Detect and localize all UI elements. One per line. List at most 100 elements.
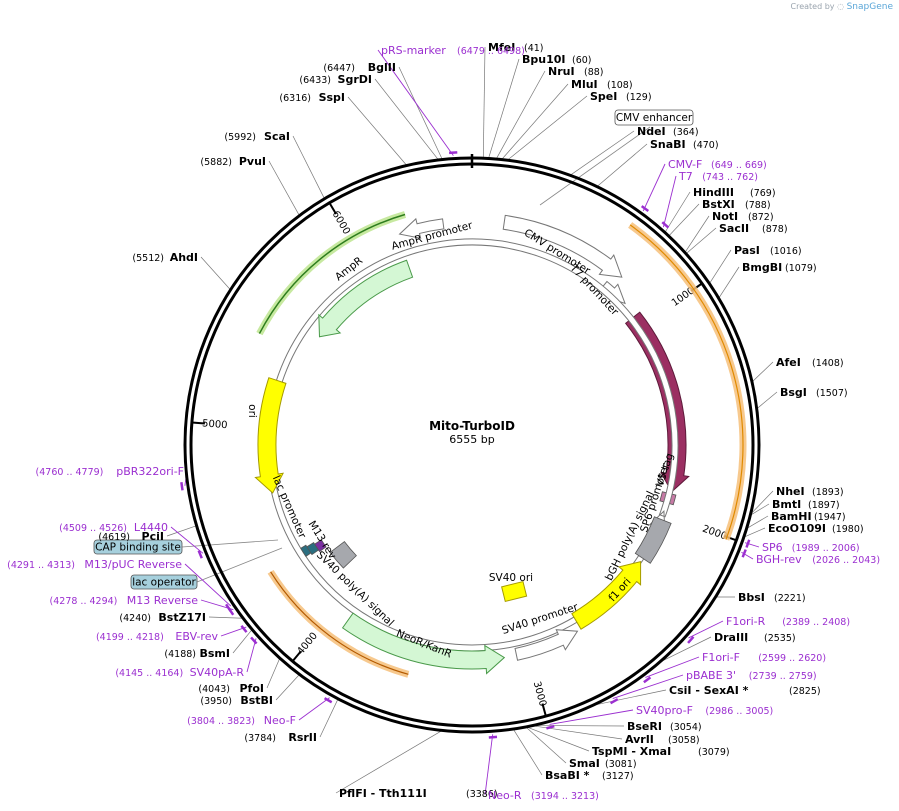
primer-leader [246, 638, 257, 673]
enzyme-site-hindiii[interactable]: HindIII(769) [693, 186, 776, 199]
enzyme-site-nrui[interactable]: NruI(88) [548, 65, 604, 78]
primer-sp6[interactable]: SP6(1989 .. 2006) [762, 541, 860, 554]
enzyme-site-bsgi[interactable]: BsgI(1507) [780, 386, 848, 399]
enzyme-position: (3058) [668, 735, 700, 746]
primer-f1ori-f[interactable]: F1ori-F(2599 .. 2620) [702, 651, 826, 664]
enzyme-site-pcii[interactable]: PciI(4619) [98, 530, 164, 543]
enzyme-site-bseri[interactable]: BseRI(3054) [627, 720, 702, 733]
feature-ampr [318, 259, 414, 338]
tick-label-5000: 5000 [202, 418, 228, 431]
enzyme-site-sacii[interactable]: SacII(878) [719, 222, 788, 235]
primer-bgh-rev[interactable]: BGH-rev(2026 .. 2043) [756, 553, 880, 566]
feature-sp6-promoter [265, 238, 679, 652]
tick-mark-5000 [191, 421, 205, 425]
enzyme-site-tspmi-xmai[interactable]: TspMI - XmaI(3079) [592, 745, 730, 758]
primer-position: (649 .. 669) [711, 160, 767, 171]
enzyme-leader [507, 95, 588, 161]
primer-position: (2599 .. 2620) [758, 653, 826, 664]
enzyme-site-bmti[interactable]: BmtI(1897) [772, 498, 840, 511]
enzyme-site-bbsi[interactable]: BbsI(2221) [738, 591, 806, 604]
primer-f1ori-r[interactable]: F1ori-R(2389 .. 2408) [726, 615, 850, 628]
primer-name: SP6 [762, 541, 783, 554]
primer-name: SV40pA-R [190, 666, 245, 679]
enzyme-site-pfoi[interactable]: PfoI(4043) [198, 682, 264, 695]
primer-pbr322ori-f[interactable]: pBR322ori-F(4760 .. 4779) [36, 465, 184, 478]
primer-name: Neo-R [488, 789, 522, 802]
enzyme-site-spei[interactable]: SpeI(129) [590, 90, 652, 103]
primer-sv40pa-r[interactable]: SV40pA-R(4145 .. 4164) [115, 666, 244, 679]
enzyme-site-bamhi[interactable]: BamHI(1947) [771, 510, 846, 523]
enzyme-site-bsabi[interactable]: BsaBI *(3127) [545, 769, 634, 782]
tick-label-2000: 2000 [701, 524, 729, 543]
enzyme-site-bstz17i[interactable]: BstZ17I(4240) [119, 611, 206, 624]
primer-mark [687, 635, 695, 644]
enzyme-site-ndei[interactable]: NdeI(364) [637, 125, 699, 138]
enzyme-position: (3950) [200, 696, 232, 707]
enzyme-site-sgrdi[interactable]: SgrDI(6433) [299, 73, 372, 86]
enzyme-site-pasi[interactable]: PasI(1016) [734, 244, 802, 257]
enzyme-site-mfei[interactable]: MfeI(41) [488, 41, 544, 54]
feature-ori [254, 377, 287, 494]
feature-f1-ori [571, 560, 642, 630]
enzyme-site-ecoo109i[interactable]: EcoO109I(1980) [768, 522, 864, 535]
primer-ebv-rev[interactable]: EBV-rev(4199 .. 4218) [96, 630, 219, 643]
enzyme-leader [756, 391, 778, 410]
enzyme-site-rsrii[interactable]: RsrII(3784) [244, 731, 317, 744]
enzyme-site-ahdi[interactable]: AhdI(5512) [132, 251, 198, 264]
enzyme-site-bpu10i[interactable]: Bpu10I(60) [522, 53, 592, 66]
primer-name: Neo-F [264, 714, 296, 727]
primer-m13-reverse[interactable]: M13 Reverse(4278 .. 4294) [50, 594, 199, 607]
enzyme-site-sspi[interactable]: SspI(6316) [279, 91, 345, 104]
enzyme-position: (470) [693, 140, 719, 151]
enzyme-site-csii-sexai[interactable]: CsiI - SexAI *(2825) [669, 684, 821, 697]
enzyme-position: (1016) [770, 246, 802, 257]
primer-prs-marker[interactable]: pRS-marker(6479 .. 6498) [381, 44, 525, 57]
primer-leader [642, 163, 666, 212]
primer-name: T7 [678, 170, 693, 183]
primer-mark [323, 697, 333, 704]
enzyme-site-afei[interactable]: AfeI(1408) [776, 356, 844, 369]
feature-arrows [180, 151, 751, 739]
enzyme-name: CsiI - SexAI * [669, 684, 749, 697]
enzyme-site-pflfi-tth111i[interactable]: PflFI - Tth111I(3386) [339, 787, 498, 800]
primer-sv40pro-f[interactable]: SV40pro-F(2986 .. 3005) [636, 704, 773, 717]
enzyme-position: (769) [750, 188, 776, 199]
enzyme-position: (1079) [785, 263, 817, 274]
primer-t7[interactable]: T7(743 .. 762) [678, 170, 758, 183]
enzyme-site-bglii[interactable]: BglII(6447) [323, 61, 396, 74]
primer-leader [377, 49, 454, 156]
enzyme-site-bsmi[interactable]: BsmI(4188) [164, 647, 230, 660]
primer-l4440[interactable]: L4440(4509 .. 4526) [59, 521, 168, 534]
primer-leader [184, 563, 232, 607]
primer-neo-r[interactable]: Neo-R(3194 .. 3213) [488, 789, 599, 802]
primer-leader [612, 674, 684, 700]
enzyme-site-bmgbi[interactable]: BmgBI(1079) [742, 261, 817, 274]
enzyme-site-pvui[interactable]: PvuI(5882) [200, 155, 266, 168]
enzyme-site-mlui[interactable]: MluI(108) [571, 78, 633, 91]
enzyme-name: TspMI - XmaI [592, 745, 671, 758]
enzyme-site-noti[interactable]: NotI(872) [712, 210, 774, 223]
enzyme-site-nhei[interactable]: NheI(1893) [776, 485, 844, 498]
plasmid-name: Mito-TurboID [429, 419, 515, 433]
primer-cmv-f[interactable]: CMV-F(649 .. 669) [668, 158, 767, 171]
enzyme-position: (129) [626, 92, 652, 103]
primer-m13-puc-reverse[interactable]: M13/pUC Reverse(4291 .. 4313) [7, 558, 182, 571]
enzyme-name: EcoO109I [768, 522, 826, 535]
enzyme-name: BmgBI [742, 261, 782, 274]
enzyme-position: (788) [745, 200, 771, 211]
enzyme-site-smai[interactable]: SmaI(3081) [569, 757, 637, 770]
primer-neo-f[interactable]: Neo-F(3804 .. 3823) [187, 714, 296, 727]
enzyme-site-scai[interactable]: ScaI(5992) [224, 130, 290, 143]
enzyme-leader [525, 726, 567, 764]
primer-position: (2389 .. 2408) [782, 617, 850, 628]
enzyme-position: (41) [524, 43, 544, 54]
enzyme-site-bstbi[interactable]: BstBI(3950) [200, 694, 273, 707]
primer-pbabe-3[interactable]: pBABE 3'(2739 .. 2759) [686, 669, 817, 682]
enzyme-site-snabi[interactable]: SnaBI(470) [650, 138, 719, 151]
enzyme-site-draiii[interactable]: DraIII(2535) [714, 631, 796, 644]
enzyme-site-bstxi[interactable]: BstXI(788) [702, 198, 771, 211]
enzyme-site-avrii[interactable]: AvrII(3058) [625, 733, 700, 746]
primer-mark [640, 205, 650, 212]
enzyme-position: (6316) [279, 93, 311, 104]
